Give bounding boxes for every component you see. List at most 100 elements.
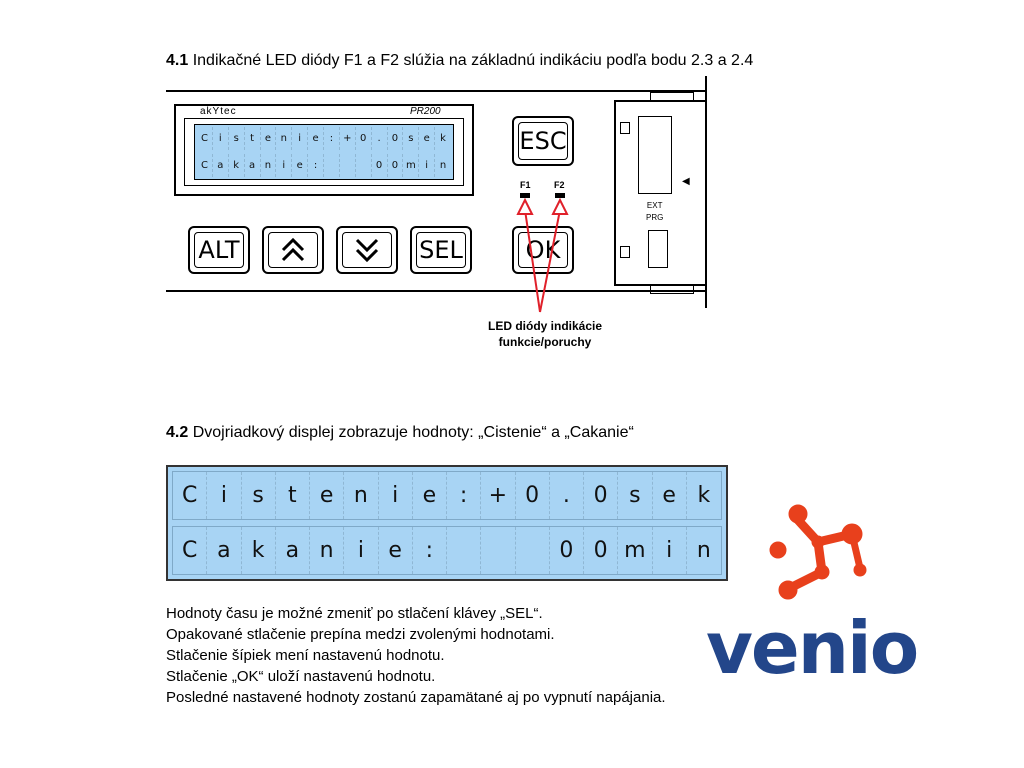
lcd-char-cell: C bbox=[173, 472, 208, 519]
ok-button[interactable]: OK bbox=[512, 226, 574, 274]
lcd-char-cell: m bbox=[618, 527, 653, 574]
lcd-char-cell: : bbox=[308, 154, 324, 177]
slot-arrow-icon: ◀ bbox=[682, 176, 690, 187]
lcd-char-cell: i bbox=[419, 154, 436, 177]
lcd-char-cell: e bbox=[653, 472, 687, 519]
description-line: Hodnoty času je možné zmeniť po stlačení… bbox=[166, 605, 543, 622]
lcd-char-cell: k bbox=[242, 527, 276, 574]
lcd-char-cell: n bbox=[261, 154, 277, 177]
lcd-char-cell: k bbox=[697, 483, 711, 508]
lcd-char-cell: i bbox=[379, 472, 413, 519]
f2-led-label: F2 bbox=[554, 180, 565, 190]
lcd-char-cell: t bbox=[276, 472, 310, 519]
description-line: Stlačenie šípiek mení nastavenú hodnotu. bbox=[166, 647, 445, 664]
brand-label: akYtec bbox=[200, 106, 237, 117]
lcd-char-cell: a bbox=[213, 154, 229, 177]
description-line: Posledné nastavené hodnoty zostanú zapam… bbox=[166, 689, 666, 706]
section-title: Indikačné LED diódy F1 a F2 slúžia na zá… bbox=[188, 52, 754, 69]
lcd-char-cell: . bbox=[372, 127, 388, 150]
lcd-char-cell: 0 bbox=[584, 527, 619, 574]
f2-led bbox=[555, 193, 565, 198]
esc-button[interactable]: ESC bbox=[512, 116, 574, 166]
lcd-char-cell: 0 bbox=[388, 127, 404, 150]
lcd-char-cell: a bbox=[207, 527, 242, 574]
panel-bottom-edge bbox=[166, 290, 706, 292]
section-number: 4.2 bbox=[166, 424, 189, 441]
f1-led bbox=[520, 193, 530, 198]
venio-logo-mark bbox=[769, 504, 867, 600]
lcd-char-cell: e bbox=[308, 127, 324, 150]
lcd-char-cell: + bbox=[340, 127, 356, 150]
led-callout: LED diódy indikácie funkcie/poruchy bbox=[478, 318, 612, 350]
lcd-char-cell: e bbox=[379, 527, 413, 574]
lcd-char-cell: 0 bbox=[550, 527, 584, 574]
venio-logo-word: venio bbox=[706, 606, 919, 690]
sel-label: SEL bbox=[419, 236, 463, 264]
ext-prg-label: EXT PRG bbox=[646, 200, 663, 224]
down-button[interactable] bbox=[336, 226, 398, 274]
panel-top-edge bbox=[166, 90, 706, 92]
lcd-char-cell bbox=[324, 154, 340, 177]
description-line: Opakované stlačenie prepína medzi zvolen… bbox=[166, 626, 555, 643]
prg-port bbox=[648, 230, 668, 268]
ext-slot-window bbox=[638, 116, 672, 194]
section-4-2-heading: 4.2 Dvojriadkový displej zobrazuje hodno… bbox=[166, 424, 634, 442]
lcd-char-cell: 0 bbox=[584, 472, 619, 519]
description-line: Stlačenie „OK“ uloží nastavenú hodnotu. bbox=[166, 668, 436, 685]
esc-label: ESC bbox=[519, 127, 567, 155]
lcd-char-cell: t bbox=[245, 127, 261, 150]
lcd-char-cell: a bbox=[245, 154, 261, 177]
ext-label: EXT bbox=[646, 201, 663, 210]
lcd-char-cell: i bbox=[292, 127, 309, 150]
arrow-head-f1 bbox=[516, 197, 534, 215]
lcd-char-cell: e bbox=[413, 472, 447, 519]
lcd-char-cell: : bbox=[324, 127, 340, 150]
f1-led-label: F1 bbox=[520, 180, 531, 190]
lcd-char-cell: C bbox=[197, 154, 213, 177]
lcd-char-cell: + bbox=[481, 472, 516, 519]
callout-arrows bbox=[516, 197, 569, 313]
lcd-char-cell: m bbox=[403, 154, 420, 177]
sel-button[interactable]: SEL bbox=[410, 226, 472, 274]
lcd-char-cell: s bbox=[618, 472, 653, 519]
panel-right-edge bbox=[705, 76, 707, 308]
up-button[interactable] bbox=[262, 226, 324, 274]
lcd-char-cell: k bbox=[229, 154, 245, 177]
lcd-char-cell: i bbox=[344, 527, 379, 574]
lcd-char-cell: C bbox=[197, 127, 213, 150]
lcd-char-cell: s bbox=[242, 472, 276, 519]
section-number: 4.1 bbox=[166, 52, 189, 69]
lcd-char-cell: e bbox=[310, 472, 345, 519]
slot-bottom-tab bbox=[650, 284, 694, 294]
alt-button[interactable]: ALT bbox=[188, 226, 250, 274]
lcd-char-cell: i bbox=[653, 527, 687, 574]
lcd-char-cell: 0 bbox=[356, 127, 372, 150]
double-chevron-down-icon bbox=[355, 238, 379, 263]
callout-line-1: LED diódy indikácie bbox=[487, 319, 603, 333]
lcd-char-cell: n bbox=[696, 538, 711, 563]
lcd-char-cell: C bbox=[173, 527, 208, 574]
lcd-char-cell: n bbox=[439, 160, 447, 171]
lcd-char-cell: s bbox=[229, 127, 245, 150]
lcd-char-cell bbox=[447, 527, 482, 574]
lcd-char-cell: : bbox=[413, 527, 447, 574]
slot-tab bbox=[620, 122, 630, 134]
alt-label: ALT bbox=[198, 236, 240, 264]
prg-label: PRG bbox=[646, 213, 664, 222]
slot-top-tab bbox=[650, 92, 694, 102]
lcd-char-cell: s bbox=[403, 127, 420, 150]
lcd-char-cell: n bbox=[310, 527, 345, 574]
double-chevron-up-icon bbox=[281, 237, 305, 262]
arrow-line-f2 bbox=[539, 209, 561, 313]
lcd-char-cell: 0 bbox=[516, 472, 550, 519]
callout-line-2: funkcie/poruchy bbox=[498, 335, 592, 349]
lcd-char-cell: i bbox=[207, 472, 242, 519]
slot-tab bbox=[620, 246, 630, 258]
lcd-char-cell: 0 bbox=[388, 154, 404, 177]
